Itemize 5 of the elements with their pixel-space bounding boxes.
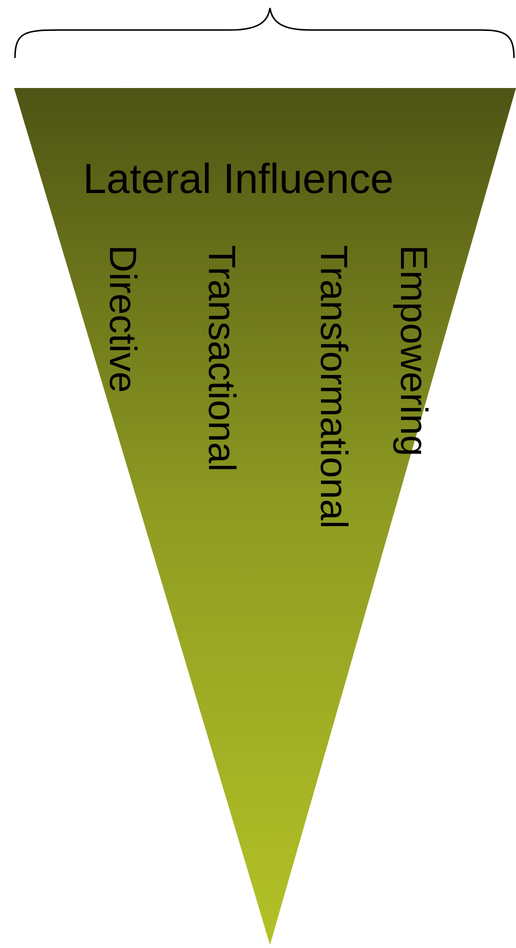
vertical-label: Transformational xyxy=(314,245,352,529)
vertical-label: Empowering xyxy=(394,245,432,456)
heading: Lateral Influence xyxy=(83,158,394,200)
vertical-label: Directive xyxy=(103,245,141,393)
vertical-label: Transactional xyxy=(202,245,240,472)
